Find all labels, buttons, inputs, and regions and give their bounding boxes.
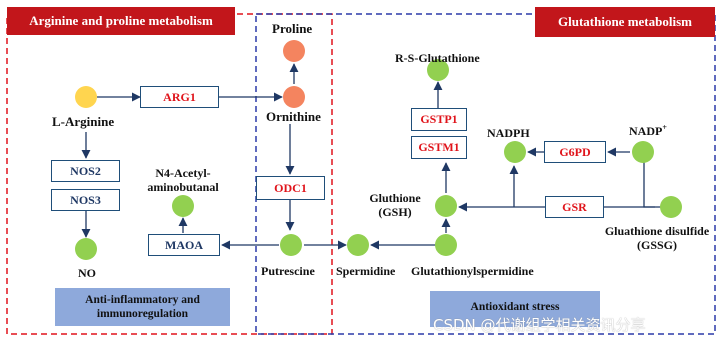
nadp-node	[632, 141, 654, 163]
spermidine-label: Spermidine	[336, 264, 396, 278]
anti-inflammatory-panel: Anti-inflammatory and immunoregulation	[55, 288, 230, 326]
gssg-label: Gluathione disulfide (GSSG)	[604, 224, 710, 252]
l-arginine-node	[75, 86, 97, 108]
nadp-superscript: +	[662, 123, 667, 132]
nos2-enzyme-box: NOS2	[51, 160, 120, 182]
r-s-glutathione-node	[427, 59, 449, 81]
odc1-enzyme-box: ODC1	[256, 176, 325, 200]
maoa-enzyme-box: MAOA	[148, 234, 220, 256]
nadph-label: NADPH	[487, 126, 530, 140]
gssg-node	[660, 196, 682, 218]
arg1-enzyme-box: ARG1	[140, 86, 219, 108]
glutathionylspermidine-label: Glutathionylspermidine	[411, 264, 534, 278]
glutathionylspermidine-node	[435, 234, 457, 256]
proline-label: Proline	[272, 21, 313, 36]
nos3-enzyme-box: NOS3	[51, 189, 120, 211]
spermidine-node	[347, 234, 369, 256]
ornithine-node	[283, 86, 305, 108]
g6pd-enzyme-box: G6PD	[544, 141, 606, 163]
gsh-label: Gluthione (GSH)	[369, 191, 421, 219]
n4-acetyl-label: N4-Acetyl- aminobutanal	[147, 166, 219, 194]
no-label: NO	[78, 266, 96, 280]
antioxidant-panel: Antioxidant stress	[430, 291, 600, 327]
nadp-label: NADP+	[629, 121, 667, 138]
putrescine-node	[280, 234, 302, 256]
glutathione-region-border	[255, 13, 716, 335]
arginine-region-header: Arginine and proline metabolism	[7, 7, 235, 35]
no-node	[75, 238, 97, 260]
gsr-enzyme-box: GSR	[545, 196, 604, 218]
gstm1-enzyme-box: GSTM1	[411, 136, 467, 159]
glutathione-region-header: Glutathione metabolism	[535, 7, 715, 37]
n4-acetyl-node	[172, 195, 194, 217]
ornithine-label: Ornithine	[266, 109, 321, 124]
r-s-glutathione-label: R-S-Glutathione	[395, 51, 480, 65]
nadph-node	[504, 141, 526, 163]
l-arginine-label: L-Arginine	[52, 114, 115, 129]
gstp1-enzyme-box: GSTP1	[411, 108, 467, 131]
proline-node	[283, 40, 305, 62]
csdn-watermark: CSDN @代谢组学相关资讯分享	[433, 316, 646, 334]
nadp-label-text: NADP	[629, 124, 663, 138]
gsh-node	[435, 195, 457, 217]
putrescine-label: Putrescine	[261, 264, 315, 278]
